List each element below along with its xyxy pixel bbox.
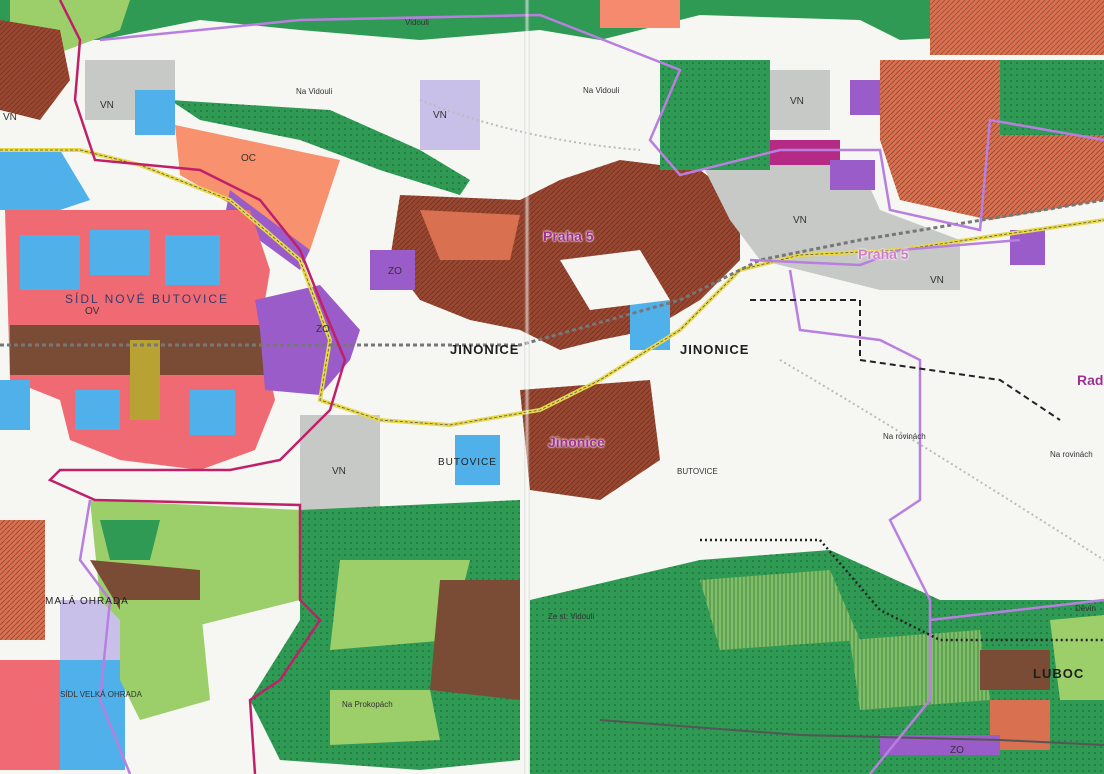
zone-zo-purple [255, 285, 360, 395]
boundary-magenta [47, 0, 347, 774]
housing-left-edge-hatch [0, 520, 45, 640]
label-vn-7: VN [930, 275, 944, 286]
label-jinonice-east: JINONICE [680, 342, 750, 357]
brown-plot-valley [430, 580, 520, 700]
housing-top-right-hatch [930, 0, 1104, 55]
label-vn-1: VN [3, 112, 17, 123]
estate-civic-2 [90, 230, 150, 275]
housing-jinonice-light [420, 210, 520, 260]
label-vn-6: VN [332, 466, 346, 477]
boundary-violet-lower [929, 598, 1104, 622]
estate-brown-center [130, 340, 160, 420]
boundary-violet-east [749, 238, 1021, 267]
label-praha5-west: Praha 5 [543, 228, 594, 244]
lavender-upper [420, 80, 480, 150]
zone-oc [175, 125, 340, 250]
label-zo-1: ZO [316, 324, 330, 335]
housing-upper-left-hatch [0, 20, 70, 120]
estate-civic-5 [190, 390, 235, 435]
label-vn-3: VN [433, 110, 447, 121]
boundary-violet-west [78, 499, 132, 774]
forest-north-east-dots [660, 60, 770, 170]
white-gap-jinonice [560, 250, 670, 310]
label-zo-2: ZO [388, 266, 402, 277]
purple-block-east [830, 160, 875, 190]
label-praha5-east: Praha 5 [858, 246, 909, 262]
boundary-violet-south [788, 269, 932, 774]
page-fold [524, 0, 530, 774]
label-mala-ohrada: MALÁ OHRADA [45, 596, 129, 607]
label-ze-st-vidouli: Ze st. Vidouli [548, 612, 595, 621]
label-vn-4: VN [790, 96, 804, 107]
purple-upper-right [1010, 230, 1045, 265]
label-vn-5: VN [793, 215, 807, 226]
boundary-dotted-valley [700, 538, 1104, 642]
housing-top-center [600, 0, 680, 28]
zone-vn-butovice [300, 415, 380, 515]
label-devin: Děvín [1075, 604, 1096, 613]
magenta-block [770, 140, 840, 165]
label-na-rovinach-1: Na rovinách [883, 432, 926, 441]
label-butovice: BUTOVICE [438, 457, 497, 468]
housing-upper-right-hatch [880, 60, 1104, 220]
brown-plot-lower-left [90, 560, 200, 610]
label-na-vidouli-2: Na Vidouli [583, 86, 620, 95]
label-na-vidouli: Na Vidouli [296, 87, 333, 96]
forest-lower-left [100, 520, 160, 560]
civic-left-edge [0, 380, 30, 430]
boundary-violet-top [99, 13, 1104, 232]
circle-line-north [419, 99, 641, 151]
label-jinonice-district: Jinonice [548, 434, 605, 450]
civic-upper-left [135, 90, 175, 135]
estate-civic-4 [75, 390, 120, 430]
housing-jinonice-south-hatch [520, 380, 660, 500]
forest-upper-right-dots [1000, 60, 1104, 135]
estate-velka-ohrada [0, 660, 65, 770]
label-vidouli-top: Vidouli [405, 18, 429, 27]
civic-jinonice-east [630, 300, 670, 350]
civic-left-block [0, 150, 90, 210]
road-main-outline [0, 149, 1104, 426]
civic-velka-ohrada [60, 660, 125, 770]
zone-vn-north [770, 70, 830, 130]
brown-plot-luboc [980, 650, 1050, 690]
civic-butovice [455, 435, 500, 485]
label-sidl-velka-ohrada: SÍDL VELKÁ OHRADA [60, 690, 142, 699]
orchard-valley-right-1-lines [700, 570, 860, 650]
forest-belt-upper-dots [170, 100, 470, 195]
zone-vn-east [700, 160, 960, 290]
estate-civic-3 [165, 235, 220, 285]
label-butovice-small: BUTOVICE [677, 467, 718, 476]
label-na-rovinach-2: Na rovinách [1050, 450, 1093, 459]
meadow-valley-1 [330, 560, 470, 650]
label-oc: OC [241, 153, 256, 164]
boundary-dashed-bold [750, 299, 1061, 421]
label-radlice: Rad [1077, 372, 1104, 388]
orchard-valley-right-2-lines [850, 630, 990, 710]
estate-civic-1 [20, 235, 80, 290]
purple-jinonice-west [370, 250, 415, 290]
forest-valley-right-dots [530, 550, 1104, 774]
label-jinonice-west: JINONICE [450, 342, 520, 357]
meadow-light-right [1050, 615, 1104, 700]
label-luboc: LUBOC [1033, 666, 1085, 681]
meadow-valley-2 [330, 690, 440, 745]
label-vn-2: VN [100, 100, 114, 111]
label-ov: OV [85, 306, 100, 317]
label-na-prokopach: Na Prokopách [342, 700, 393, 709]
meadow-left-slope [120, 600, 210, 720]
label-zo-3: ZO [950, 745, 964, 756]
metro-line [0, 198, 1104, 347]
label-sidl-nove-butovice: SÍDL NOVÉ BUTOVICE [65, 292, 230, 306]
